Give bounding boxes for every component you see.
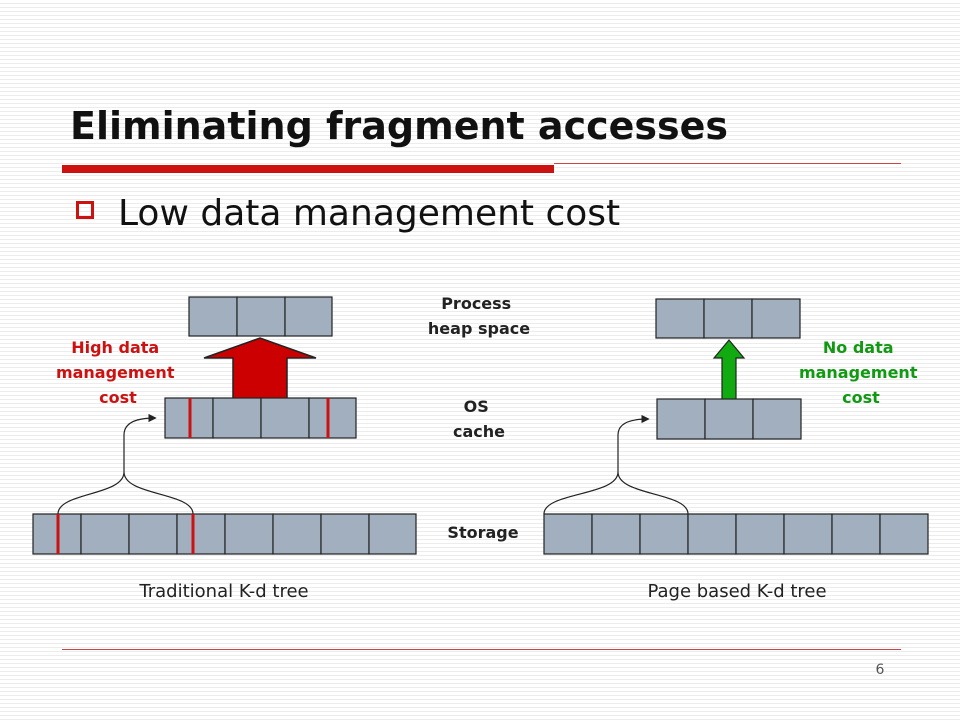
left-cache-block-row [164, 397, 357, 439]
left-caption: Traditional K-d tree [138, 581, 308, 602]
title-underline-bar [62, 165, 554, 173]
left-brace-arrow [57, 413, 194, 515]
left-storage-fragment-markers [56, 514, 195, 554]
right-cost-label: No data management cost [799, 338, 923, 407]
storage-label: Storage [447, 523, 518, 542]
right-cache-block-row [656, 398, 802, 440]
right-green-up-arrow [712, 339, 746, 401]
right-caption: Page based K-d tree [647, 581, 826, 602]
left-heap-block-row [188, 296, 333, 337]
slide-title: Eliminating fragment accesses [70, 104, 729, 148]
left-storage-block-row [32, 513, 417, 555]
right-brace-arrow [543, 414, 689, 515]
os-cache-label: OS cache [453, 397, 505, 441]
bullet-text: Low data management cost [118, 193, 621, 234]
left-cache-fragment-markers [188, 398, 330, 438]
title-underline-rule [554, 163, 901, 164]
right-heap-block-row [655, 298, 801, 339]
footer-rule [62, 649, 901, 650]
left-red-up-arrow [203, 337, 317, 401]
left-cost-label: High data management cost [56, 338, 180, 407]
page-number: 6 [875, 662, 885, 678]
right-storage-block-row [543, 513, 929, 555]
bullet-square-icon [76, 201, 94, 219]
process-heap-label: Process heap space [428, 294, 530, 338]
